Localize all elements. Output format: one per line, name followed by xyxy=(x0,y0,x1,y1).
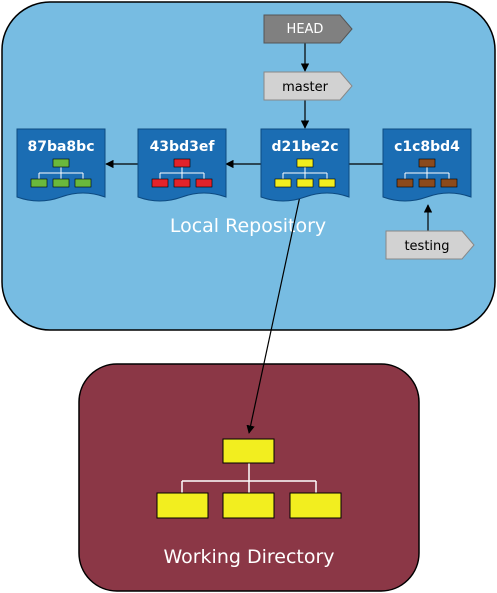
ref-master-label: master xyxy=(282,80,328,95)
ref-testing: testing xyxy=(385,230,475,260)
commit-43bd3ef: 43bd3ef xyxy=(137,128,227,202)
commit-tree-icon xyxy=(151,158,213,188)
working-tree-root xyxy=(222,438,275,464)
commit-tree-icon xyxy=(274,158,336,188)
commit-tree-icon xyxy=(30,158,92,188)
ref-testing-label: testing xyxy=(404,239,449,254)
local-repository-region xyxy=(1,1,496,331)
working-tree-child-2 xyxy=(222,492,275,519)
arrow-d21be2c-to-working xyxy=(246,195,301,434)
working-directory-tree xyxy=(156,438,342,519)
commit-id-label: c1c8bd4 xyxy=(394,139,460,155)
commit-d21be2c: d21be2c xyxy=(260,128,350,202)
commit-id-label: d21be2c xyxy=(271,139,338,155)
commit-id-label: 43bd3ef xyxy=(150,139,216,155)
ref-head: HEAD xyxy=(263,14,353,44)
working-tree-child-1 xyxy=(156,492,209,519)
working-directory-label: Working Directory xyxy=(163,546,334,568)
commit-87ba8bc: 87ba8bc xyxy=(16,128,106,202)
arrows xyxy=(105,42,433,434)
commit-id-label: 87ba8bc xyxy=(27,139,94,155)
ref-master: master xyxy=(263,71,353,101)
commit-c1c8bd4: c1c8bd4 xyxy=(382,128,472,202)
working-tree-child-3 xyxy=(289,492,342,519)
ref-head-label: HEAD xyxy=(287,22,324,37)
local-repository-label: Local Repository xyxy=(170,215,326,237)
commit-tree-icon xyxy=(396,158,458,188)
